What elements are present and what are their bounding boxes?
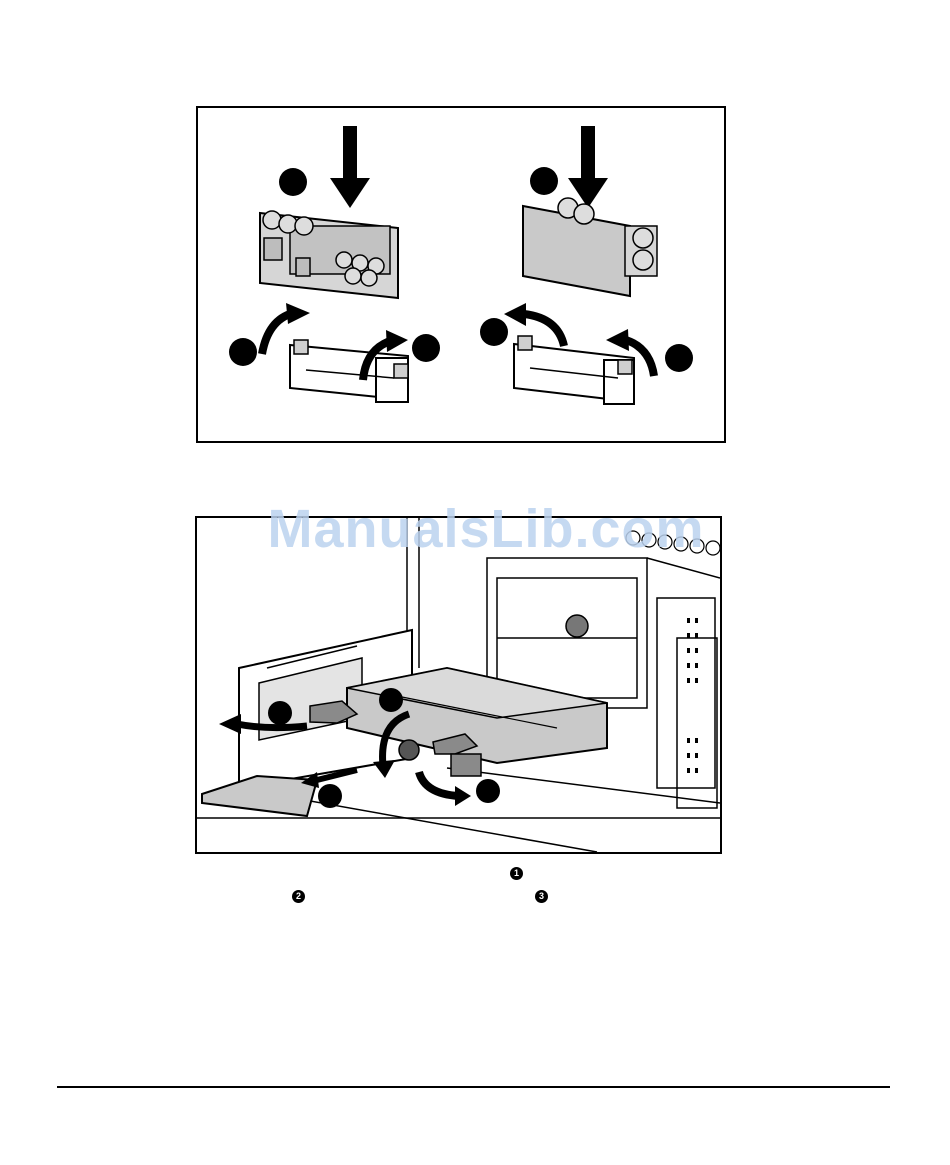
callout-marker-3: 3 [535,890,548,903]
figure-chassis-removal [195,516,722,854]
callout-3-left [412,334,440,362]
callout-1 [379,688,403,712]
module-right [523,198,657,296]
figure-module-installation [196,106,726,443]
vent-grid [687,618,698,773]
callout-2a [268,701,292,725]
callout-3-right [665,344,693,372]
insert-arrow-right [568,126,608,208]
callout-3 [476,779,500,803]
callout-marker-1: 1 [510,867,523,880]
footer-divider [57,1086,890,1088]
base-tray [202,776,317,816]
chassis-removal-illustration [197,518,720,852]
callout-1-right [530,167,558,195]
callout-2b [318,784,342,808]
connector-right [514,336,634,404]
top-ports [626,531,720,555]
callout-1-left [279,168,307,196]
module-installation-illustration [198,108,724,441]
callout-marker-2: 2 [292,890,305,903]
insert-arrow-left [330,126,370,208]
callout-2-right [480,318,508,346]
callout-2-left [229,338,257,366]
module-left [260,211,398,298]
